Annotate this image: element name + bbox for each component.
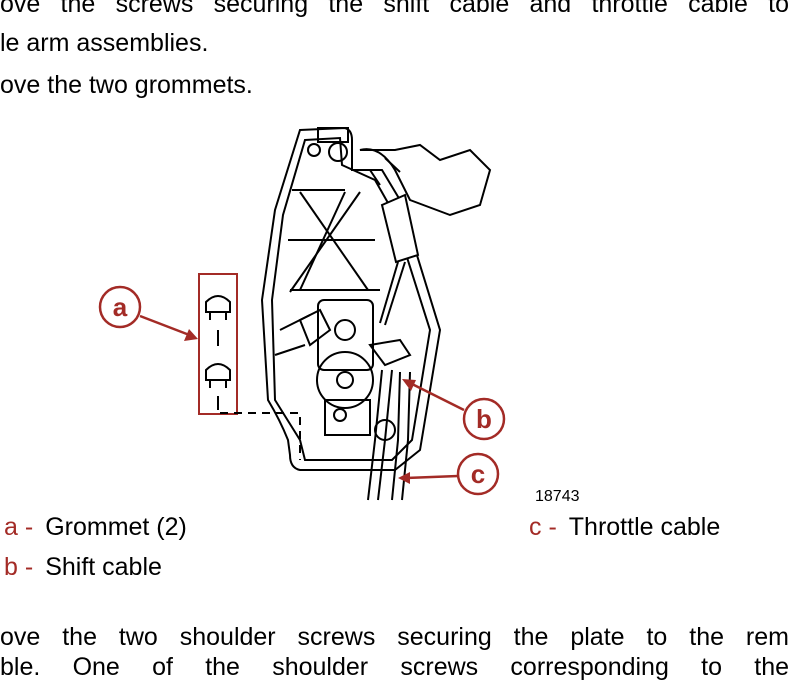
grommet-icon-top	[205, 295, 231, 320]
instruction-line-4: ove the two shoulder screws securing the…	[0, 623, 789, 651]
frame-braces	[288, 189, 380, 293]
control-housing	[260, 126, 442, 471]
remote-control-illustration: a b c 18743	[98, 126, 580, 505]
legend-key-b: b -	[4, 553, 34, 581]
callout-a-label: a	[113, 292, 128, 322]
figure-number: 18743	[535, 488, 580, 505]
legend-item-c: c - Throttle cable	[529, 512, 720, 542]
callout-b-arrow	[409, 381, 465, 412]
instruction-line-3: ove the two grommets.	[0, 71, 253, 99]
legend-label-c: Throttle cable	[568, 513, 721, 541]
callout-c-arrow	[405, 474, 459, 480]
hand-with-screwdriver	[359, 143, 492, 326]
legend-item-a: a - Grommet (2)	[4, 512, 187, 542]
callout-c-circle	[456, 452, 500, 496]
callout-b-circle	[462, 397, 506, 441]
callout-c-arrowhead	[398, 472, 410, 484]
instruction-line-5: ble. One of the shoulder screws correspo…	[0, 653, 789, 681]
instruction-line-2: le arm assemblies.	[0, 29, 209, 57]
lever-mechanism	[274, 299, 412, 441]
instruction-line-1: ove the screws securing the shift cable …	[0, 0, 789, 18]
callout-b-label: b	[476, 404, 492, 434]
callout-c-label: c	[471, 459, 485, 489]
legend-item-b: b - Shift cable	[4, 552, 162, 582]
grommet-icon-bottom	[205, 363, 231, 388]
grommets-box	[198, 273, 238, 415]
legend-label-a: Grommet (2)	[45, 513, 187, 541]
callout-b-arrowhead	[402, 379, 416, 391]
legend-key-c: c -	[529, 513, 557, 541]
callout-a-arrowhead	[184, 329, 198, 341]
callout-a-arrow	[139, 314, 193, 338]
legend-label-b: Shift cable	[45, 553, 162, 581]
callout-a-circle	[98, 285, 142, 329]
legend-key-a: a -	[4, 513, 34, 541]
